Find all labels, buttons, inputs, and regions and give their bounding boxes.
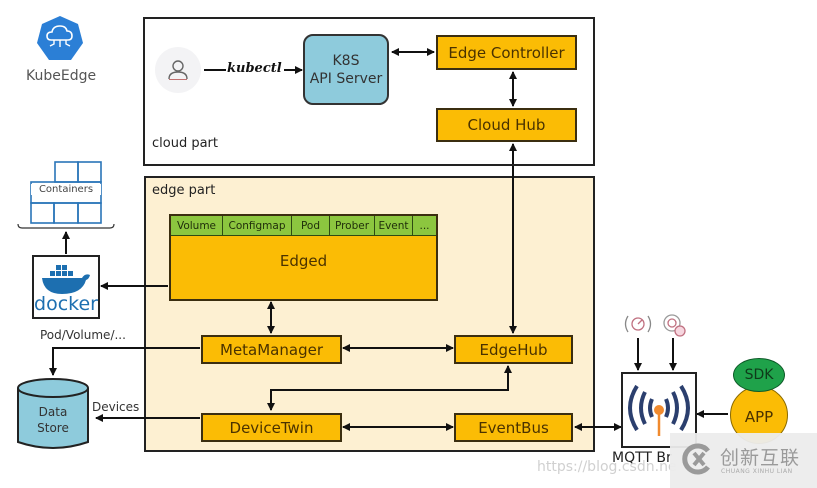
- edged-tab-prober[interactable]: Prober: [330, 216, 375, 235]
- brand-watermark: 创新互联 CHUANG XINHU LIAN: [670, 433, 817, 488]
- cloud-hub[interactable]: Cloud Hub: [436, 108, 577, 142]
- wireless-broadcast-icon: [628, 384, 690, 436]
- edge-part-label: edge part: [152, 183, 216, 198]
- docker-whale-icon: [42, 265, 90, 294]
- api-server-line1: K8S: [332, 52, 360, 69]
- kubeedge-logo: [36, 14, 84, 64]
- kubectl-label: kubectl: [227, 61, 282, 76]
- cloud-part-label: cloud part: [152, 136, 218, 151]
- edged-title: Edged: [279, 252, 328, 270]
- edge-hub[interactable]: EdgeHub: [454, 335, 573, 364]
- containers-label: Containers: [31, 184, 101, 195]
- database-cylinder-icon: [17, 378, 89, 449]
- event-bus[interactable]: EventBus: [454, 413, 573, 442]
- data-store-line2: Store: [37, 421, 69, 435]
- brand-logo-icon: [682, 443, 710, 475]
- brand-name-en: CHUANG XINHU LIAN: [721, 468, 793, 475]
- csdn-url-watermark: https://blog.csdn.ne: [537, 459, 677, 475]
- edged-tab-volume[interactable]: Volume: [171, 216, 223, 235]
- brand-name-cn: 创新互联: [720, 447, 801, 469]
- smart-device-icon: [663, 314, 686, 337]
- user-icon: [168, 60, 188, 80]
- radar-sensor-icon: [624, 315, 652, 333]
- pod-volume-label: Pod/Volume/...: [40, 328, 126, 342]
- edged-tab-pod[interactable]: Pod: [292, 216, 330, 235]
- edge-controller[interactable]: Edge Controller: [436, 35, 577, 70]
- edged-module[interactable]: Volume Configmap Pod Prober Event ... Ed…: [169, 214, 438, 301]
- mqtt-broker-label: MQTT Br: [612, 450, 672, 466]
- user-avatar[interactable]: [155, 47, 201, 93]
- data-store[interactable]: Data Store: [16, 376, 90, 452]
- meta-manager[interactable]: MetaManager: [201, 335, 342, 364]
- cloud-part-frame: [143, 17, 595, 166]
- edged-tab-event[interactable]: Event: [375, 216, 413, 235]
- k8s-api-server[interactable]: K8S API Server: [303, 34, 389, 105]
- arrow-edgehub-devicetwin: [267, 365, 512, 411]
- sdk-node[interactable]: SDK: [733, 358, 785, 392]
- data-store-line1: Data: [38, 405, 68, 419]
- containers-group[interactable]: Containers: [16, 160, 116, 232]
- edged-tab-more[interactable]: ...: [413, 216, 436, 235]
- devices-label: Devices: [92, 400, 140, 414]
- api-server-line2: API Server: [309, 70, 383, 87]
- edged-submodules: Volume Configmap Pod Prober Event ...: [171, 216, 436, 236]
- device-twin[interactable]: DeviceTwin: [201, 413, 342, 442]
- kubeedge-cloud-logo-icon: [37, 16, 83, 60]
- edged-tab-configmap[interactable]: Configmap: [223, 216, 292, 235]
- containers-grid-icon: [17, 161, 115, 229]
- kubeedge-logo-text: KubeEdge: [26, 68, 97, 84]
- docker-box[interactable]: docker: [32, 255, 100, 319]
- sensor-icons: [624, 314, 686, 337]
- docker-label: docker: [34, 293, 98, 315]
- arrow-metamanager-datastore: [49, 347, 200, 376]
